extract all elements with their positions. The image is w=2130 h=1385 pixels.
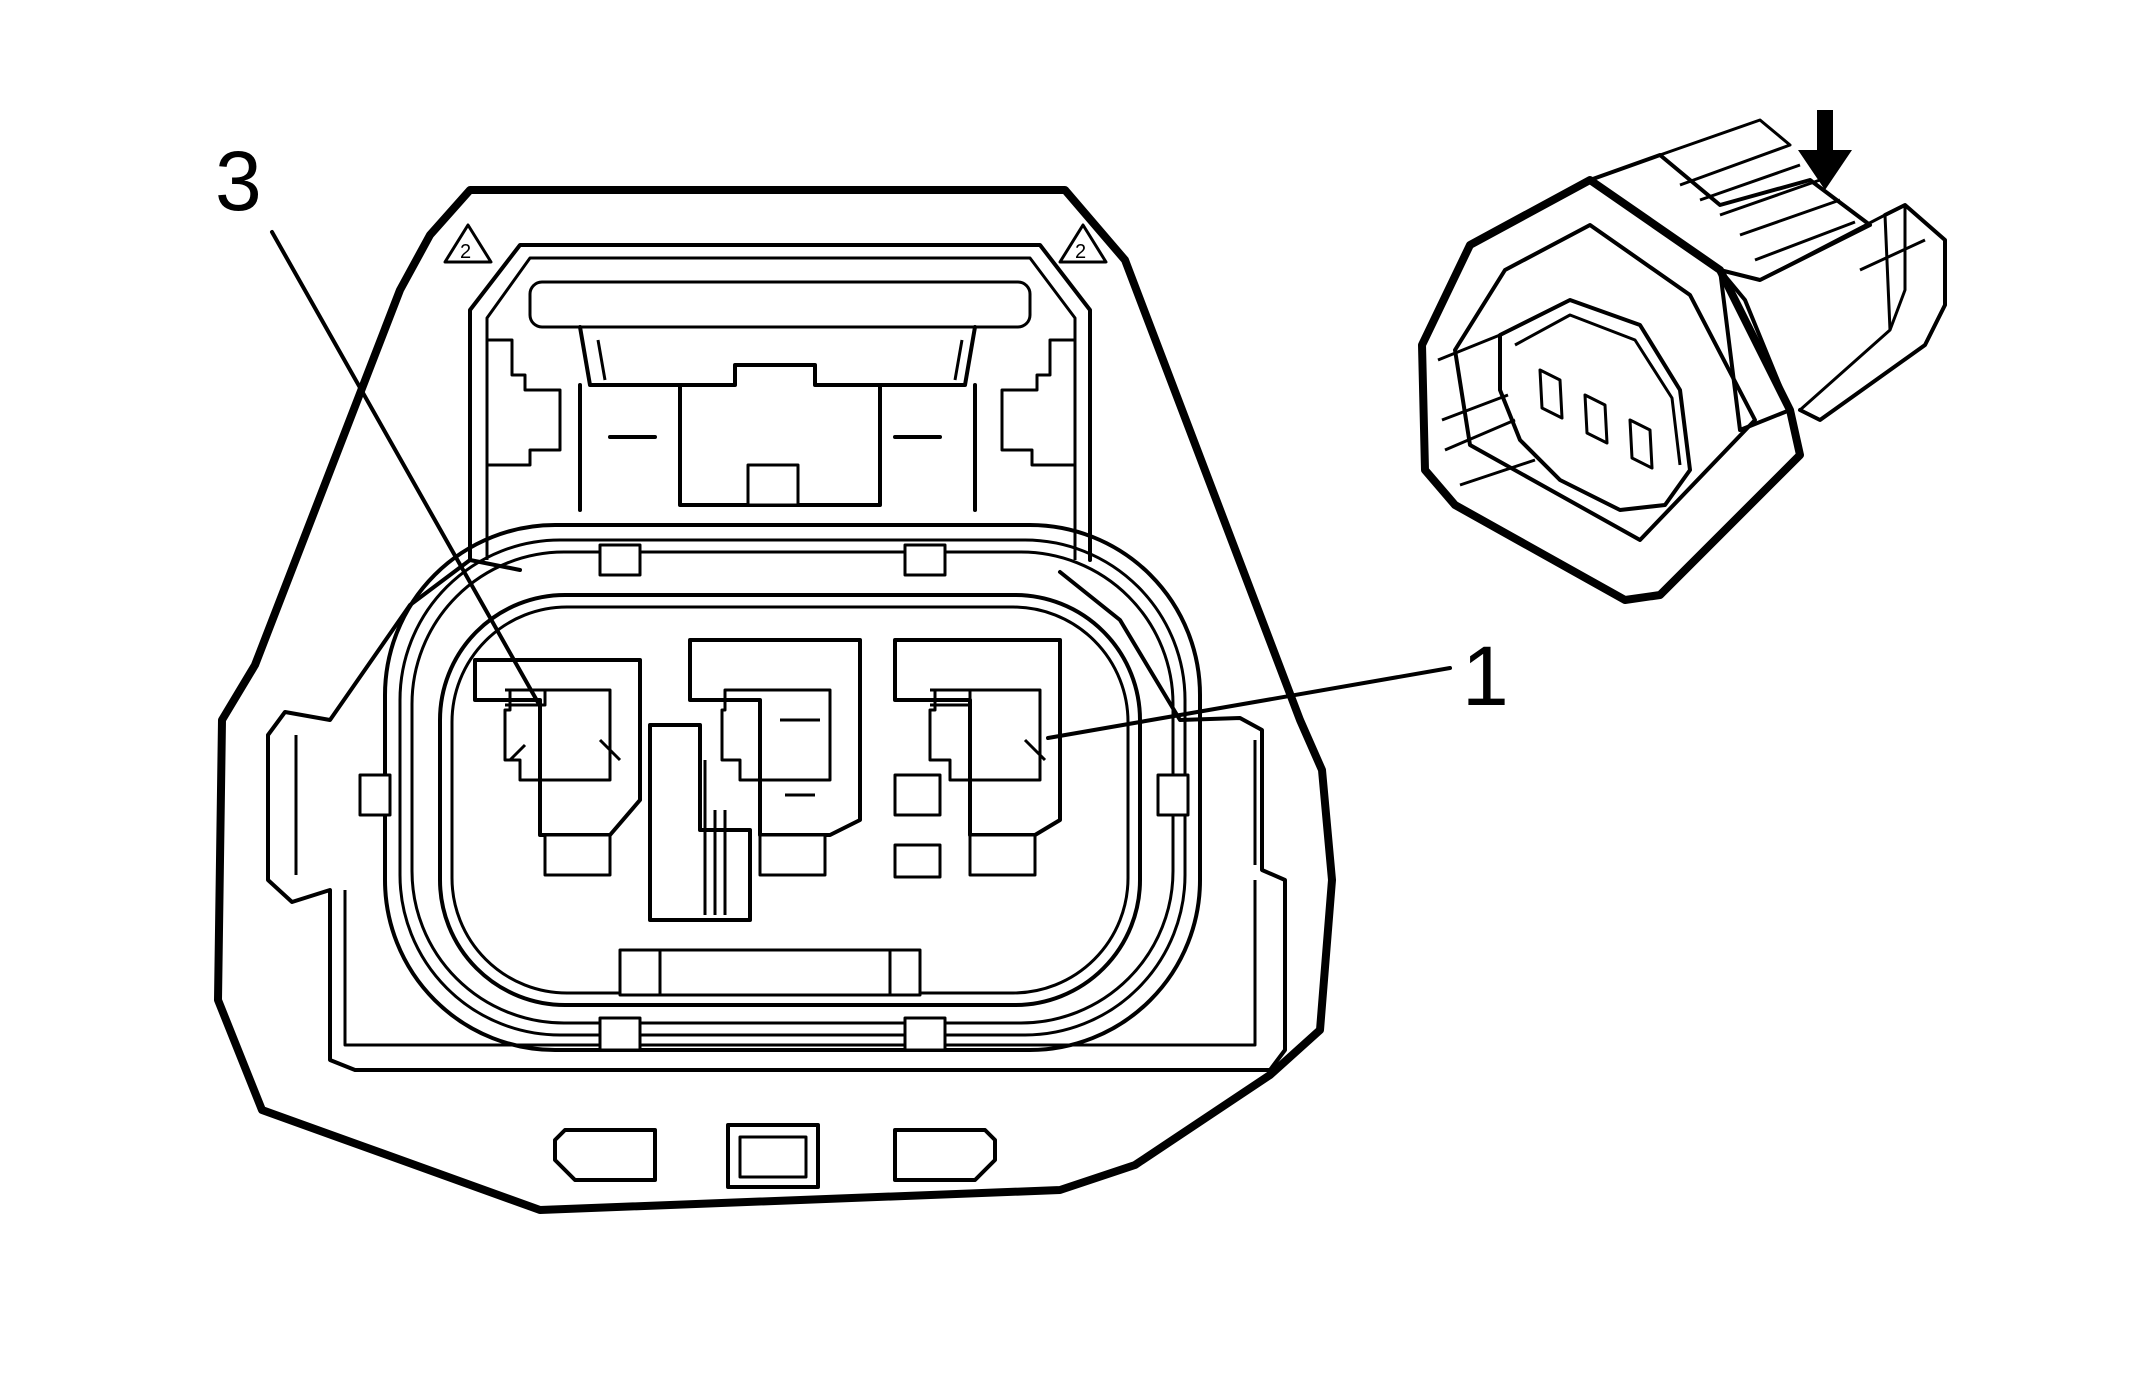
callout-1-leader xyxy=(1046,666,1452,740)
latch-body xyxy=(578,325,977,387)
iso-back-body-inner xyxy=(1859,205,1926,331)
center-tpa xyxy=(648,723,942,922)
pin-cavity-3 xyxy=(473,658,642,877)
callout-3-leader xyxy=(270,230,542,708)
latch-body-inner xyxy=(596,339,964,381)
seal-rings xyxy=(358,523,1202,1052)
pin-cavity-1 xyxy=(893,638,1062,877)
inner-rail xyxy=(266,558,1287,1072)
bottom-rail xyxy=(618,948,922,997)
iso-pin-window-2 xyxy=(1583,393,1609,445)
seal-key-top-left xyxy=(598,543,642,577)
outer-housing xyxy=(214,186,1336,1214)
seal-ring-inner xyxy=(438,593,1142,1007)
seal-key-bottom-right xyxy=(903,1016,947,1052)
pin-cavity-2 xyxy=(688,638,862,877)
pin-cavity-1-lock xyxy=(968,833,1037,877)
callout-1-label: 1 xyxy=(1462,629,1509,723)
tpa-window-upper xyxy=(893,773,942,817)
iso-front-frame xyxy=(1418,176,1804,604)
pin-cavity-2-lock xyxy=(758,833,827,877)
iso-latch-stripes xyxy=(1699,163,1856,262)
iso-plug-inner xyxy=(1514,313,1682,466)
seal-key-left xyxy=(358,773,392,817)
iso-pin-window-3 xyxy=(1628,418,1654,470)
seal-key-bottom-left xyxy=(598,1016,642,1052)
inner-rail-2 xyxy=(294,735,1257,1047)
tpa-window-lower xyxy=(893,843,942,879)
iso-triangle-rib xyxy=(1718,268,1792,432)
triangle-marking-right: 2 xyxy=(1058,223,1108,264)
callout-3-label: 3 xyxy=(215,134,262,228)
triangle-marking-left: 2 xyxy=(443,223,493,264)
iso-side-rails xyxy=(1437,333,1536,487)
iso-front-inner xyxy=(1453,223,1757,542)
latch-assembly xyxy=(468,243,1092,562)
seal-key-top-right xyxy=(903,543,947,577)
bottom-slot-center xyxy=(726,1123,820,1189)
right-clip xyxy=(1000,338,1075,467)
pin-cavity-3-lock xyxy=(543,833,612,877)
latch-tab xyxy=(746,463,800,507)
connector-face xyxy=(214,186,1336,1214)
seal-ring-inner-2 xyxy=(450,605,1130,995)
latch-frame xyxy=(468,243,1092,562)
arrow-down-icon xyxy=(1798,110,1852,190)
bottom-slot-right xyxy=(893,1128,997,1182)
bottom-slot-left xyxy=(553,1128,657,1182)
left-clip xyxy=(487,338,562,467)
triangle-right-label: 2 xyxy=(1075,241,1086,263)
connector-iso-view xyxy=(1418,118,1947,604)
seal-key-right xyxy=(1156,773,1190,817)
iso-plug xyxy=(1498,298,1692,512)
bottom-slots xyxy=(553,1123,997,1189)
latch-frame-inner xyxy=(485,256,1077,560)
latch-bar xyxy=(528,280,1032,329)
iso-back-body xyxy=(1798,203,1947,422)
bottom-slot-center-inner xyxy=(738,1135,808,1179)
iso-pin-window-1 xyxy=(1538,368,1564,420)
triangle-left-label: 2 xyxy=(460,241,471,263)
iso-top-rail xyxy=(1659,118,1892,412)
